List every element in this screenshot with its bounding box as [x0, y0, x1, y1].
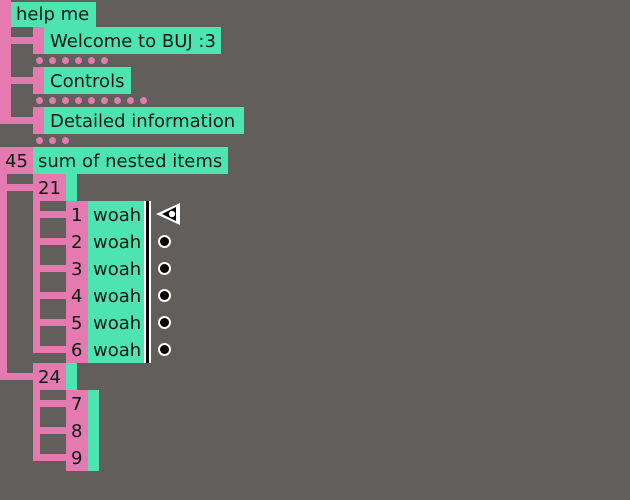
tree-connector	[33, 319, 66, 326]
collapsed-indicator[interactable]	[36, 137, 69, 144]
child-item-label: Controls	[50, 71, 125, 92]
root-item[interactable]	[11, 2, 96, 27]
item-tab	[33, 27, 44, 54]
item-label-column	[88, 201, 144, 363]
tree-connector	[33, 238, 66, 245]
item-value: 5	[71, 313, 83, 334]
item-label: woah	[93, 205, 142, 226]
child-item-label: Detailed information	[50, 111, 236, 132]
item-value: 8	[71, 421, 83, 442]
bullet-icon	[158, 262, 171, 275]
tree-line-root	[0, 0, 11, 124]
item-value: 4	[71, 286, 83, 307]
item-value: 2	[71, 232, 83, 253]
child-item-label: Welcome to BUJ :3	[50, 31, 216, 52]
item-value: 6	[71, 340, 83, 361]
sum-value: 45	[5, 151, 28, 172]
item-tab	[33, 67, 44, 94]
tree-connector	[0, 37, 44, 44]
tree-connector	[33, 346, 66, 353]
tree-connector	[33, 292, 66, 299]
item-label: woah	[93, 232, 142, 253]
tree-connector	[0, 184, 33, 191]
tree-line-sum	[0, 174, 7, 380]
item-label-column	[88, 390, 99, 471]
item-value: 9	[71, 448, 83, 469]
child-item-detailed-information[interactable]	[44, 107, 244, 134]
child-item-controls[interactable]	[44, 67, 131, 94]
triangle-pointer-icon	[156, 203, 180, 225]
item-value: 3	[71, 259, 83, 280]
item-value-column	[66, 390, 88, 471]
group-value-tab	[33, 174, 66, 201]
group-value-tab	[33, 363, 66, 390]
sum-item-label: sum of nested items	[38, 151, 223, 172]
root-item-label: help me	[16, 4, 90, 25]
tree-connector	[0, 373, 33, 380]
bullet-icon	[158, 343, 171, 356]
bullet-icon	[158, 235, 171, 248]
collapsed-indicator[interactable]	[36, 57, 108, 64]
text-cursor	[144, 201, 151, 363]
bullet-icon	[158, 316, 171, 329]
tree-connector	[33, 400, 66, 407]
bullet-icon	[158, 289, 171, 302]
item-label: woah	[93, 286, 142, 307]
tree-connector	[0, 77, 44, 84]
tree-line-group	[33, 201, 40, 353]
group-item-21[interactable]	[66, 174, 77, 201]
child-item-welcome[interactable]	[44, 27, 221, 54]
item-label: woah	[93, 340, 142, 361]
tree-connector	[33, 211, 66, 218]
item-value: 1	[71, 205, 83, 226]
group-item-24[interactable]	[66, 363, 77, 390]
item-value-column	[66, 201, 88, 363]
tree-connector	[33, 265, 66, 272]
tree-connector	[33, 454, 66, 461]
item-label: woah	[93, 313, 142, 334]
item-value: 7	[71, 394, 83, 415]
sum-value-tab	[0, 147, 33, 174]
tree-line-group	[33, 390, 40, 460]
sum-item[interactable]	[33, 147, 228, 174]
item-tab	[33, 107, 44, 134]
group-value: 24	[38, 367, 61, 388]
group-value: 21	[38, 178, 61, 199]
tree-connector	[33, 427, 66, 434]
tree-connector	[0, 117, 44, 124]
collapsed-indicator[interactable]	[36, 97, 147, 104]
item-label: woah	[93, 259, 142, 280]
